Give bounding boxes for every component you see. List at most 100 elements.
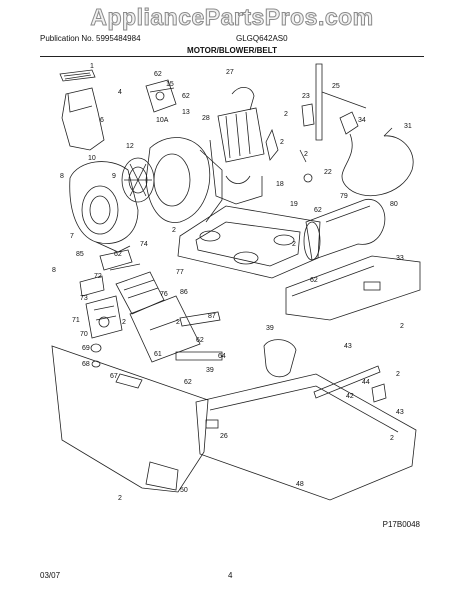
callout: 19 [290, 201, 298, 208]
callout: 2 [396, 371, 400, 378]
wire-harness-part [179, 311, 221, 327]
idler-pulley-part [265, 128, 313, 183]
callout: 77 [176, 269, 184, 276]
callout: 76 [160, 291, 168, 298]
front-panel-part [51, 345, 209, 493]
blower-housing-part [69, 161, 139, 253]
vent-grille-part [59, 69, 96, 82]
heater-duct-part [303, 198, 386, 261]
callout: 64 [218, 353, 226, 360]
mounting-plate-part [129, 295, 201, 363]
callout: 44 [362, 379, 370, 386]
callout: 43 [344, 343, 352, 350]
callout: 2 [304, 151, 308, 158]
blower-duct-part [61, 87, 105, 151]
callout: 61 [154, 351, 162, 358]
motor-switch-part [115, 271, 165, 315]
callout: 8 [52, 267, 56, 274]
callout: 23 [302, 93, 310, 100]
callout: 80 [390, 201, 398, 208]
callout: 33 [396, 255, 404, 262]
callout: 85 [76, 251, 84, 258]
callout: 50 [180, 487, 188, 494]
switch-bracket-part [79, 249, 141, 297]
rear-blower-housing-part [145, 137, 223, 223]
cross-brace-part [313, 365, 387, 403]
callout: 42 [346, 393, 354, 400]
motor-bracket-part [145, 79, 177, 113]
gas-valve-part [85, 295, 123, 339]
callout: 22 [324, 169, 332, 176]
callout: 67 [110, 373, 118, 380]
callout: 73 [80, 295, 88, 302]
power-cord-part [339, 111, 414, 197]
air-duct-part [263, 339, 297, 378]
callout: 43 [396, 409, 404, 416]
callout: 25 [332, 83, 340, 90]
cabinet-base-part [195, 373, 417, 501]
callout: 34 [358, 117, 366, 124]
drive-motor-part [209, 87, 265, 205]
callout: 62 [310, 277, 318, 284]
callout: 70 [80, 331, 88, 338]
callout: 6 [100, 117, 104, 124]
leveling-foot-part [205, 419, 219, 429]
callout: 39 [266, 325, 274, 332]
section-title: MOTOR/BLOWER/BELT [187, 46, 277, 55]
footer-date: 03/07 [40, 571, 61, 580]
callout: 4 [118, 89, 122, 96]
callout: 2 [284, 111, 288, 118]
support-strap-part [175, 351, 223, 361]
callout: 7 [70, 233, 74, 240]
callout: 13 [182, 109, 190, 116]
callout: 48 [296, 481, 304, 488]
callout: 62 [196, 337, 204, 344]
callout: 10 [88, 155, 96, 162]
callout: 8 [60, 173, 64, 180]
callout: 71 [72, 317, 80, 324]
callout: 62 [314, 207, 322, 214]
callout: 2 [176, 319, 180, 326]
callout: 31 [404, 123, 412, 130]
callout: 2 [390, 435, 394, 442]
callout: 2 [292, 241, 296, 248]
callout: 39 [206, 367, 214, 374]
callout: 28 [202, 115, 210, 122]
callout: 68 [82, 361, 90, 368]
callout: 86 [180, 289, 188, 296]
callout: 15 [166, 81, 174, 88]
base-plate-part [177, 205, 321, 279]
hinge-pin-part [115, 373, 143, 389]
blower-wheel-part [121, 157, 155, 203]
header-divider [40, 56, 424, 57]
model-number: GLGQ642AS0 [236, 34, 288, 43]
callout: 9 [112, 173, 116, 180]
callout: 2 [172, 227, 176, 234]
callout: 1 [90, 63, 94, 70]
callout: 26 [220, 433, 228, 440]
callout: 10A [156, 117, 169, 124]
callout: 74 [140, 241, 148, 248]
callout: 2 [118, 495, 122, 502]
terminal-block-part [301, 63, 367, 141]
publication-number: Publication No. 5995484984 [40, 34, 141, 43]
callout: 72 [94, 273, 102, 280]
callout: 12 [126, 143, 134, 150]
grommet-part [90, 343, 102, 368]
callout: 2 [280, 139, 284, 146]
callout: 2 [400, 323, 404, 330]
callout: 2 [122, 319, 126, 326]
callout: 79 [340, 193, 348, 200]
page-number: 4 [228, 571, 233, 580]
callout: 62 [114, 251, 122, 258]
callout: 62 [154, 71, 162, 78]
rear-bracket-part [285, 255, 421, 321]
callout: 62 [182, 93, 190, 100]
callout: 62 [184, 379, 192, 386]
callout: 87 [208, 313, 216, 320]
callout: 69 [82, 345, 90, 352]
diagram-code: P17B0048 [382, 520, 420, 529]
callout: 18 [276, 181, 284, 188]
callout: 27 [226, 69, 234, 76]
